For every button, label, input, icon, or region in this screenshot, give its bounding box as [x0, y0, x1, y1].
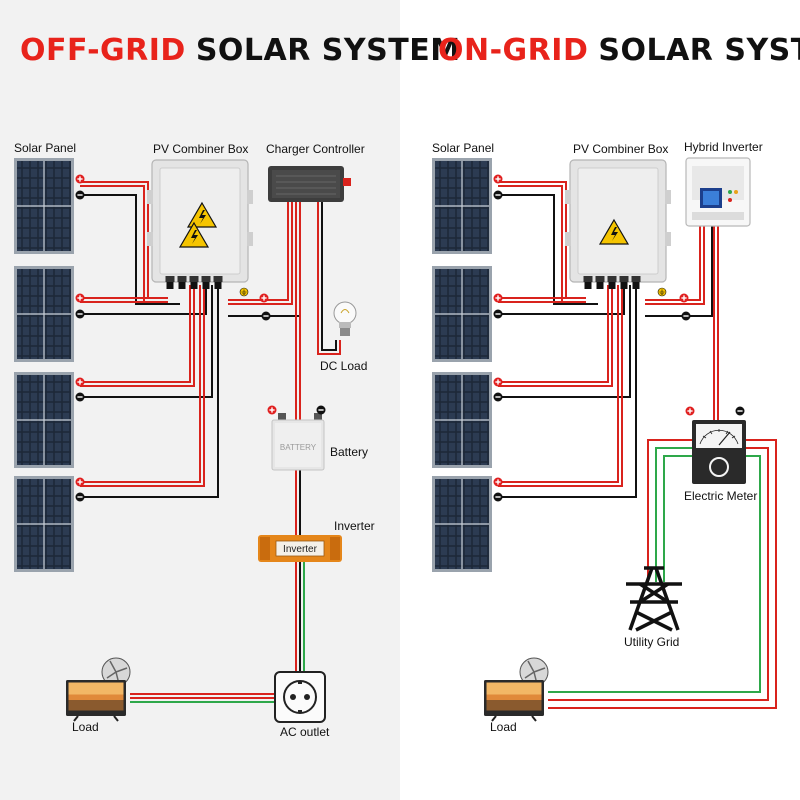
off-grid-load-label: Load	[72, 720, 99, 734]
on-grid-solar-panels	[431, 157, 493, 573]
off-grid-combiner-label: PV Combiner Box	[153, 142, 248, 156]
transmission-tower-icon	[626, 566, 682, 632]
combiner-box-icon	[565, 159, 671, 289]
fan-icon	[483, 657, 549, 722]
off-grid-title-accent: OFF-GRID	[20, 33, 186, 68]
off-grid-solar-panels	[13, 157, 75, 573]
charger-controller-label: Charger Controller	[266, 142, 365, 156]
solar-panel-icon	[431, 371, 493, 469]
light-bulb-icon	[333, 301, 357, 336]
inverter-text: Inverter	[283, 544, 318, 555]
off-grid-title: OFF-GRID SOLAR SYSTEM	[20, 33, 461, 68]
negative-marker	[316, 405, 326, 415]
solar-panel-icon	[13, 265, 75, 363]
positive-marker	[679, 293, 689, 303]
fan-icon	[65, 657, 131, 722]
on-grid-title-accent: ON-GRID	[438, 33, 588, 68]
on-grid-load-label: Load	[490, 720, 517, 734]
off-grid-polarity-markers	[75, 174, 85, 502]
hybrid-inverter-label: Hybrid Inverter	[684, 140, 763, 154]
inverter-label: Inverter	[334, 519, 375, 533]
solar-panel-icon	[431, 475, 493, 573]
ground-icon	[239, 287, 249, 297]
inverter-icon: Inverter	[258, 535, 342, 562]
solar-panel-icon	[13, 475, 75, 573]
negative-marker	[261, 311, 271, 321]
solar-panel-icon	[431, 265, 493, 363]
utility-grid-label: Utility Grid	[624, 635, 679, 649]
battery-label: Battery	[330, 445, 368, 459]
solar-panel-icon	[431, 157, 493, 255]
on-grid-polarity-markers	[493, 174, 503, 502]
solar-panel-icon	[13, 157, 75, 255]
on-grid-wiring	[498, 181, 777, 709]
on-grid-solar-panel-label: Solar Panel	[432, 141, 494, 155]
battery-icon: BATTERY	[271, 413, 325, 471]
negative-marker	[681, 311, 691, 321]
electric-meter-icon	[692, 420, 746, 484]
charge-controller-icon	[268, 166, 351, 202]
positive-marker	[685, 406, 695, 416]
ac-outlet-icon	[274, 671, 326, 723]
positive-marker	[259, 293, 269, 303]
off-grid-solar-panel-label: Solar Panel	[14, 141, 76, 155]
positive-marker	[267, 405, 277, 415]
tv-icon	[65, 657, 131, 722]
on-grid-combiner-label: PV Combiner Box	[573, 142, 668, 156]
solar-panel-icon	[13, 371, 75, 469]
battery-text: BATTERY	[280, 443, 317, 452]
combiner-box-icon	[147, 159, 253, 289]
off-grid-title-rest: SOLAR SYSTEM	[196, 33, 461, 68]
electric-meter-label: Electric Meter	[684, 489, 757, 503]
negative-marker	[735, 406, 745, 416]
on-grid-title: ON-GRID SOLAR SYSTEM	[438, 33, 800, 68]
tv-icon	[483, 657, 549, 722]
off-grid-wiring	[80, 181, 341, 703]
dc-load-label: DC Load	[320, 359, 367, 373]
ac-outlet-label: AC outlet	[280, 725, 330, 739]
on-grid-title-rest: SOLAR SYSTEM	[598, 33, 800, 68]
hybrid-inverter-icon	[685, 157, 751, 227]
ground-icon	[657, 287, 667, 297]
